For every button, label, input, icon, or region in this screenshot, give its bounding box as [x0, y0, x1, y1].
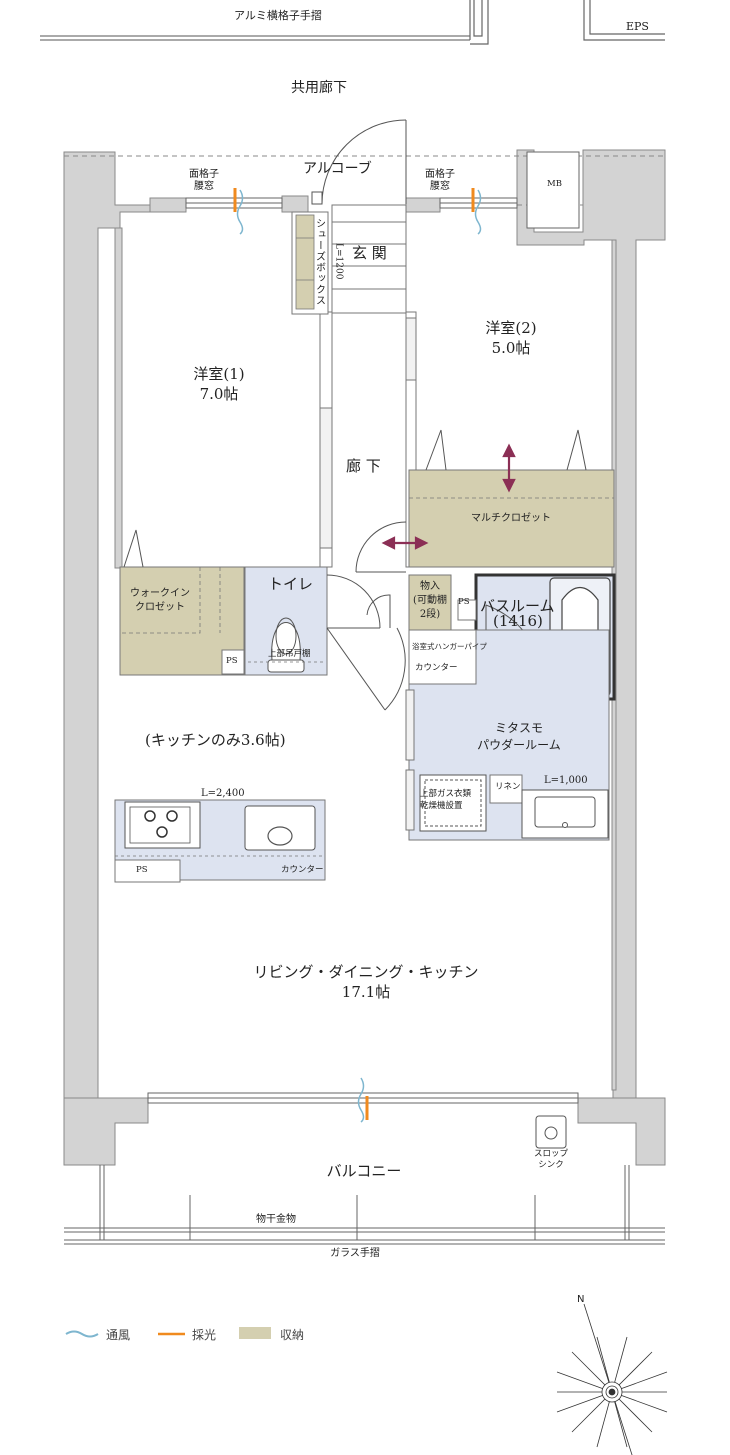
storage-label-1: 物入: [420, 581, 440, 592]
compass-north-label: N: [577, 1294, 585, 1305]
legend-daylight: 採光: [192, 1328, 217, 1342]
ventilation-markers: [236, 189, 482, 1123]
western-room-2-size: 5.0帖: [491, 339, 531, 357]
daylight-markers: [233, 188, 475, 1120]
balcony-label: バルコニー: [326, 1162, 402, 1180]
storage-area: [408, 574, 452, 631]
mb-label: MB: [547, 179, 562, 189]
western-room-1-name: 洋室(1): [193, 365, 245, 383]
kitchen-length-label: L=2,400: [201, 788, 245, 799]
ldk-name: リビング・ダイニング・キッチン: [253, 963, 479, 981]
slop-sink-label-2: シンク: [538, 1160, 564, 1170]
toilet-label: トイレ: [268, 575, 314, 593]
bath-counter-label: カウンター: [415, 663, 458, 673]
western-room-2-name: 洋室(2): [485, 319, 537, 337]
walkin-closet-label-1: ウォークイン: [130, 588, 190, 599]
washer: [419, 774, 487, 832]
kitchen-counter-label: カウンター: [281, 865, 324, 875]
window-1-grille-label: 面格子: [189, 169, 219, 180]
corridor-label: 共用廊下: [291, 80, 347, 96]
legend-storage: 収納: [280, 1328, 305, 1342]
window-2-grille-label: 面格子: [425, 169, 455, 180]
vanity: [521, 789, 609, 839]
entrance-door: [311, 119, 407, 205]
window-1-type-label: 腰窓: [194, 181, 214, 192]
ps-walkin-label: PS: [226, 656, 238, 666]
shoes-box-label: シューズボックス: [313, 218, 325, 306]
legend-ventilation: 通風: [106, 1328, 131, 1342]
slop-sink-label-1: スロップ: [533, 1149, 569, 1159]
multi-closet-arrows: [381, 443, 516, 550]
bathroom-label-1: バスルーム: [480, 597, 555, 615]
storage-label-2: (可動棚: [413, 595, 447, 606]
legend-marks: [65, 1327, 271, 1339]
window-2-type-label: 腰窓: [430, 181, 450, 192]
dryer-label-2: 乾燥機設置: [420, 801, 463, 811]
balcony: [64, 1165, 665, 1245]
dryer-label-1: 上部ガス衣類: [420, 789, 472, 799]
storage-label-3: 2段): [419, 609, 441, 620]
toilet-shelf-label: 上部吊戸棚: [268, 649, 311, 659]
multi-closet-label: マルチクロゼット: [471, 513, 551, 524]
powder-room-label-2: パウダールーム: [477, 738, 561, 752]
ps-kitchen-label: PS: [136, 865, 148, 875]
linen-label: リネン: [495, 782, 521, 792]
kitchen-only-label: (キッチンのみ3.6帖): [145, 731, 286, 749]
eps-label: EPS: [626, 20, 649, 33]
compass-icon: [556, 1303, 668, 1455]
entrance-label: 玄 関: [352, 244, 387, 262]
handrail-label: アルミ横格子手摺: [234, 9, 322, 22]
alcove-label: アルコーブ: [303, 161, 372, 177]
ps-bath-label: PS: [458, 597, 470, 607]
clothes-pole-label: 物干金物: [256, 1214, 296, 1225]
ldk-window: [147, 1092, 579, 1104]
hanger-pipe-label: 浴室式ハンガーパイプ: [412, 642, 487, 651]
ldk-size: 17.1帖: [341, 983, 391, 1001]
entrance-length-label: L=1200: [333, 243, 344, 280]
powder-room-label-1: ミタスモ: [494, 721, 544, 735]
western-room-1-size: 7.0帖: [199, 385, 239, 403]
exterior-walls: [63, 149, 666, 1166]
toilet-fixture: [267, 617, 305, 673]
powder-length-label: L=1,000: [544, 775, 588, 786]
walkin-closet-label-2: クロゼット: [135, 602, 185, 613]
hall-label: 廊 下: [346, 457, 381, 475]
slop-sink: [535, 1115, 567, 1149]
bathroom-label-2: (1416): [493, 612, 543, 630]
glass-rail-label: ガラス手摺: [330, 1248, 380, 1259]
